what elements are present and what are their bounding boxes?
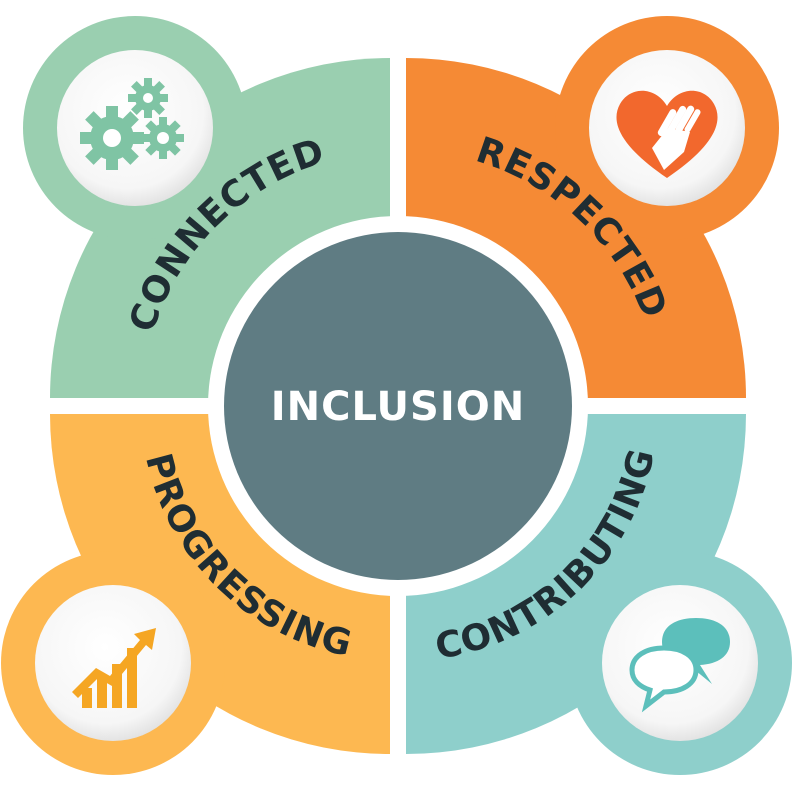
gears-icon [57, 50, 213, 206]
center-label: INCLUSION [271, 384, 525, 430]
speech-bubbles-icon [602, 585, 758, 741]
heart-hand-icon [589, 50, 745, 206]
center-circle [224, 232, 572, 580]
growth-chart-icon [35, 585, 191, 741]
